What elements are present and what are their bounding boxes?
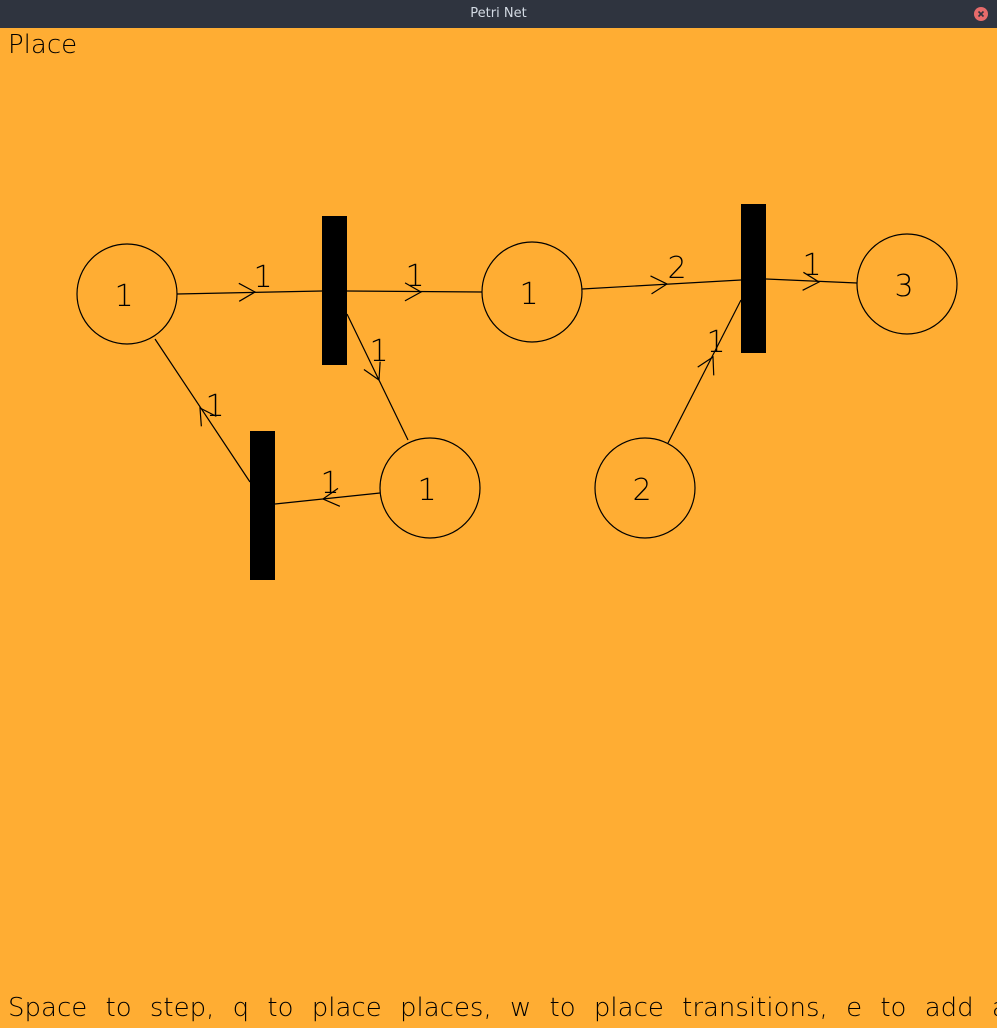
transition-t2[interactable] (741, 204, 766, 353)
arrow-head-icon (697, 355, 715, 376)
place-circle (856, 233, 958, 335)
arrow-head-icon (199, 406, 217, 427)
arc-a5[interactable]: 1 (346, 313, 409, 441)
arrow-head-icon (363, 361, 381, 382)
place-token-count: 1 (114, 279, 133, 314)
window-title: Petri Net (470, 6, 527, 21)
place-p1[interactable]: 1 (76, 243, 178, 345)
arrow-head-icon (238, 282, 257, 302)
place-token-count: 2 (632, 473, 651, 508)
place-token-count: 1 (417, 473, 436, 508)
arc-line (274, 492, 381, 505)
place-p5[interactable]: 2 (594, 437, 696, 539)
arc-a3[interactable]: 2 (581, 251, 742, 295)
arc-a1[interactable]: 1 (176, 260, 323, 302)
arc-weight-label: 1 (369, 334, 388, 369)
arc-line (154, 338, 251, 483)
place-circle (594, 437, 696, 539)
arc-weight-label: 1 (320, 466, 339, 501)
place-circle (481, 241, 583, 343)
arc-weight-label: 1 (706, 325, 725, 360)
place-p2[interactable]: 1 (481, 241, 583, 343)
arc-line (176, 290, 323, 295)
arc-line (765, 278, 858, 284)
arc-line (667, 299, 742, 444)
petri-net-drawing[interactable]: 1 1 2 1 1 1 1 1 1 1 3 1 2 (0, 28, 997, 1028)
arc-a7[interactable]: 1 (154, 338, 251, 483)
arc-weight-label: 2 (667, 251, 686, 286)
place-token-count: 1 (519, 277, 538, 312)
place-p4[interactable]: 1 (379, 437, 481, 539)
arc-a4[interactable]: 1 (765, 248, 858, 291)
place-p3[interactable]: 3 (856, 233, 958, 335)
arrow-head-icon (321, 487, 341, 507)
transition-t3[interactable] (250, 431, 275, 580)
arc-line (346, 290, 483, 293)
arc-line (346, 313, 409, 441)
mode-label: Place (8, 30, 78, 60)
place-circle (379, 437, 481, 539)
arrow-head-icon (650, 275, 669, 295)
close-icon[interactable] (974, 7, 988, 21)
place-circle (76, 243, 178, 345)
transition-t1[interactable] (322, 216, 347, 365)
petri-net-canvas[interactable]: 1 1 2 1 1 1 1 1 1 1 3 1 2 (0, 28, 997, 1028)
arrow-head-icon (802, 271, 821, 291)
arc-weight-label: 1 (205, 389, 224, 424)
arrow-head-icon (404, 282, 423, 302)
arc-a6[interactable]: 1 (274, 466, 381, 507)
arc-weight-label: 1 (802, 248, 821, 283)
title-bar: Petri Net (0, 0, 997, 28)
key-hint: Space to step, q to place places, w to p… (8, 993, 997, 1023)
arc-a8[interactable]: 1 (667, 299, 742, 444)
arc-weight-label: 1 (405, 259, 424, 294)
arc-line (581, 279, 742, 290)
arc-weight-label: 1 (253, 260, 272, 295)
arc-a2[interactable]: 1 (346, 259, 483, 302)
place-token-count: 3 (894, 269, 913, 304)
